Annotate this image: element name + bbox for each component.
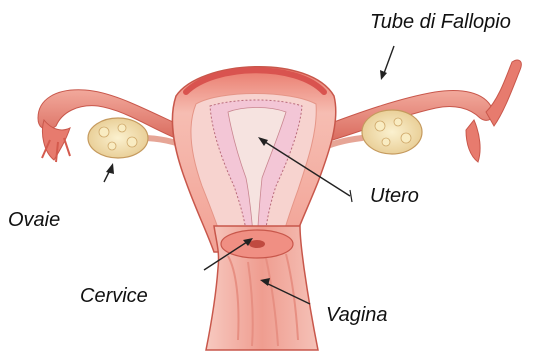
ovaie-label: Ovaie — [8, 210, 60, 230]
right-ovary — [362, 110, 422, 154]
cervice-label: Cervice — [80, 286, 148, 306]
uterus — [172, 67, 335, 252]
utero-tick — [350, 190, 352, 202]
left-ovary — [88, 118, 148, 158]
cervix — [221, 230, 293, 258]
tube-leader-line — [383, 46, 394, 76]
ovaie-arrowhead — [106, 163, 114, 174]
right-fallopian-tube — [318, 60, 521, 162]
tube-di-fallopio-label: Tube di Fallopio — [370, 12, 511, 32]
tube-arrowhead — [380, 70, 387, 80]
vagina-label: Vagina — [326, 305, 388, 325]
utero-label: Utero — [370, 186, 419, 206]
